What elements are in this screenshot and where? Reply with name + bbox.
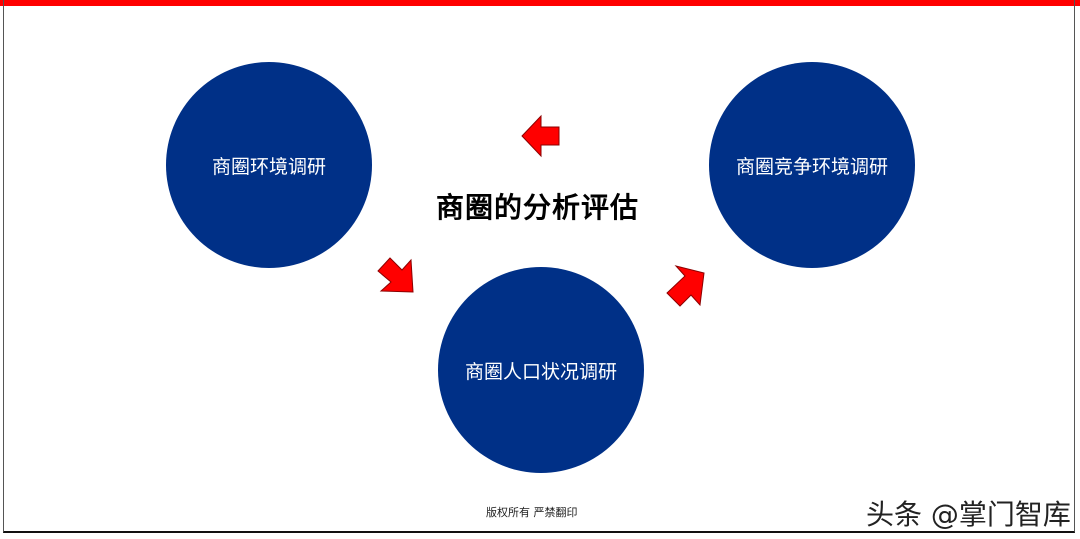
node-label: 商圈竞争环境调研 bbox=[735, 155, 888, 178]
watermark: 头条 @掌门智库 bbox=[866, 498, 1071, 531]
node-competition: 商圈竞争环境调研 bbox=[709, 62, 915, 268]
arrow-up-right-icon bbox=[666, 265, 705, 307]
top-accent-bar bbox=[0, 0, 1080, 6]
slide-title: 商圈的分析评估 bbox=[436, 191, 640, 224]
slide-frame bbox=[3, 0, 1075, 533]
node-population: 商圈人口状况调研 bbox=[438, 267, 644, 473]
node-label: 商圈人口状况调研 bbox=[464, 360, 617, 383]
node-label: 商圈环境调研 bbox=[211, 155, 326, 178]
node-environment: 商圈环境调研 bbox=[166, 62, 372, 268]
arrow-down-right-icon bbox=[377, 257, 414, 293]
arrow-left-icon bbox=[521, 114, 560, 158]
copyright-notice: 版权所有 严禁翻印 bbox=[486, 506, 578, 519]
